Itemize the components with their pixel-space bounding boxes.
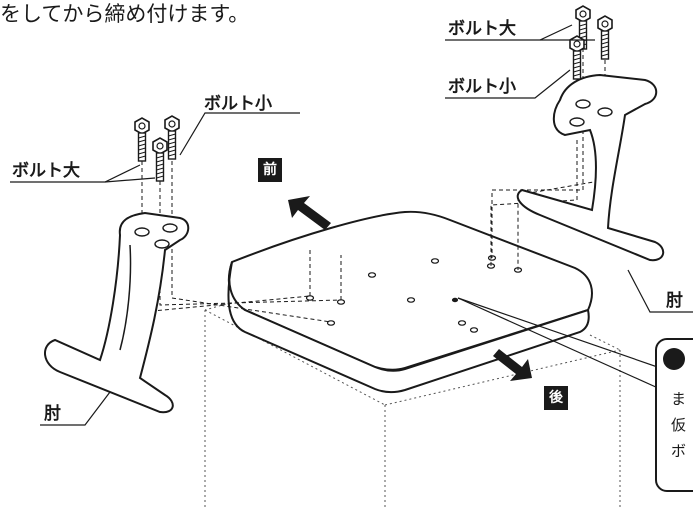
back-badge: 後: [544, 386, 568, 410]
label-bolt-large-right: ボルト大: [448, 19, 516, 39]
left-armrest: [44, 211, 190, 414]
label-bolt-small-left: ボルト小: [204, 94, 272, 114]
arrow-down-right-icon: [493, 349, 532, 381]
callout-line-3: ボ: [671, 442, 687, 460]
callout-note: ま 仮 ボ: [655, 338, 693, 492]
leader-lines: [10, 24, 693, 426]
front-badge: 前: [258, 158, 282, 182]
label-armrest-left: 肘: [44, 404, 61, 424]
label-bolt-small-right: ボルト小: [448, 77, 516, 97]
callout-line-1: ま: [671, 390, 687, 408]
seat-cushion: [227, 210, 593, 394]
callout-number-badge: [663, 348, 685, 370]
callout-line-2: 仮: [671, 416, 687, 434]
instruction-text: をしてから締め付けます。: [0, 2, 250, 26]
arrow-up-left-icon: [288, 196, 331, 230]
right-armrest: [516, 73, 665, 262]
label-armrest-right: 肘: [666, 291, 683, 311]
label-bolt-large-left: ボルト大: [12, 161, 80, 181]
